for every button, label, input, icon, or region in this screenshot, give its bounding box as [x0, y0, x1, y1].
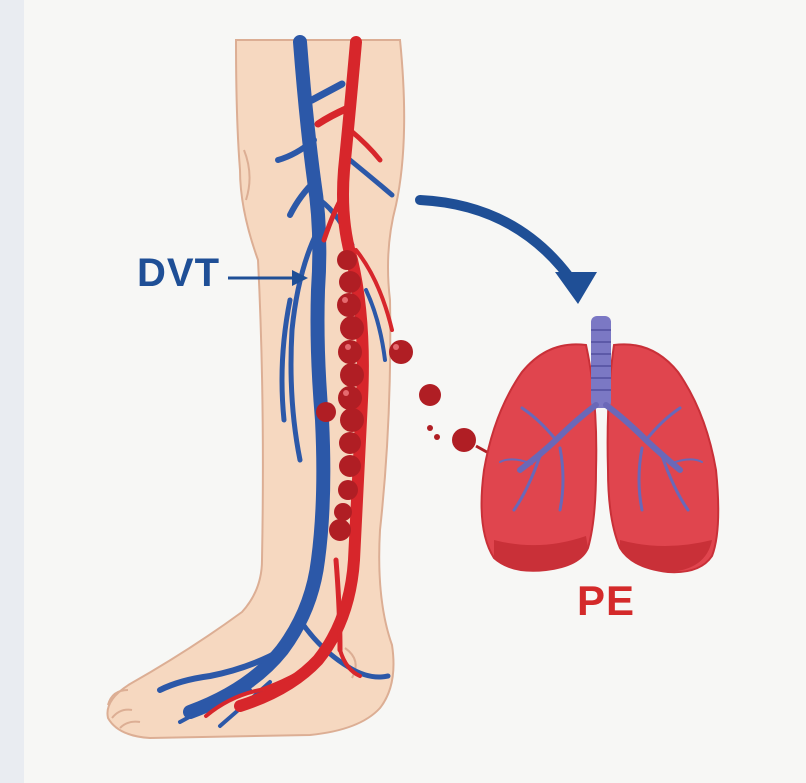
- pe-label: PE: [577, 577, 635, 625]
- blood-clot: [340, 363, 364, 387]
- blood-clot: [337, 250, 357, 270]
- blood-clot: [339, 455, 361, 477]
- blood-clot: [338, 386, 362, 410]
- embolus: [434, 434, 440, 440]
- blood-clot: [338, 340, 362, 364]
- blood-clot: [340, 408, 364, 432]
- blood-clot: [329, 519, 351, 541]
- blood-clot: [337, 293, 361, 317]
- blood-clot: [334, 503, 352, 521]
- blood-clot: [339, 271, 361, 293]
- blood-clot: [389, 340, 413, 364]
- embolus: [427, 425, 433, 431]
- clot-highlight: [345, 344, 351, 350]
- dvt-label: DVT: [137, 251, 220, 296]
- clot-highlight: [343, 390, 349, 396]
- blood-clot: [316, 402, 336, 422]
- embolus: [419, 384, 441, 406]
- embolus: [452, 428, 476, 452]
- blood-clot: [338, 480, 358, 500]
- blood-clot: [339, 432, 361, 454]
- blood-clot: [340, 316, 364, 340]
- clot-highlight: [393, 344, 399, 350]
- clot-highlight: [342, 297, 348, 303]
